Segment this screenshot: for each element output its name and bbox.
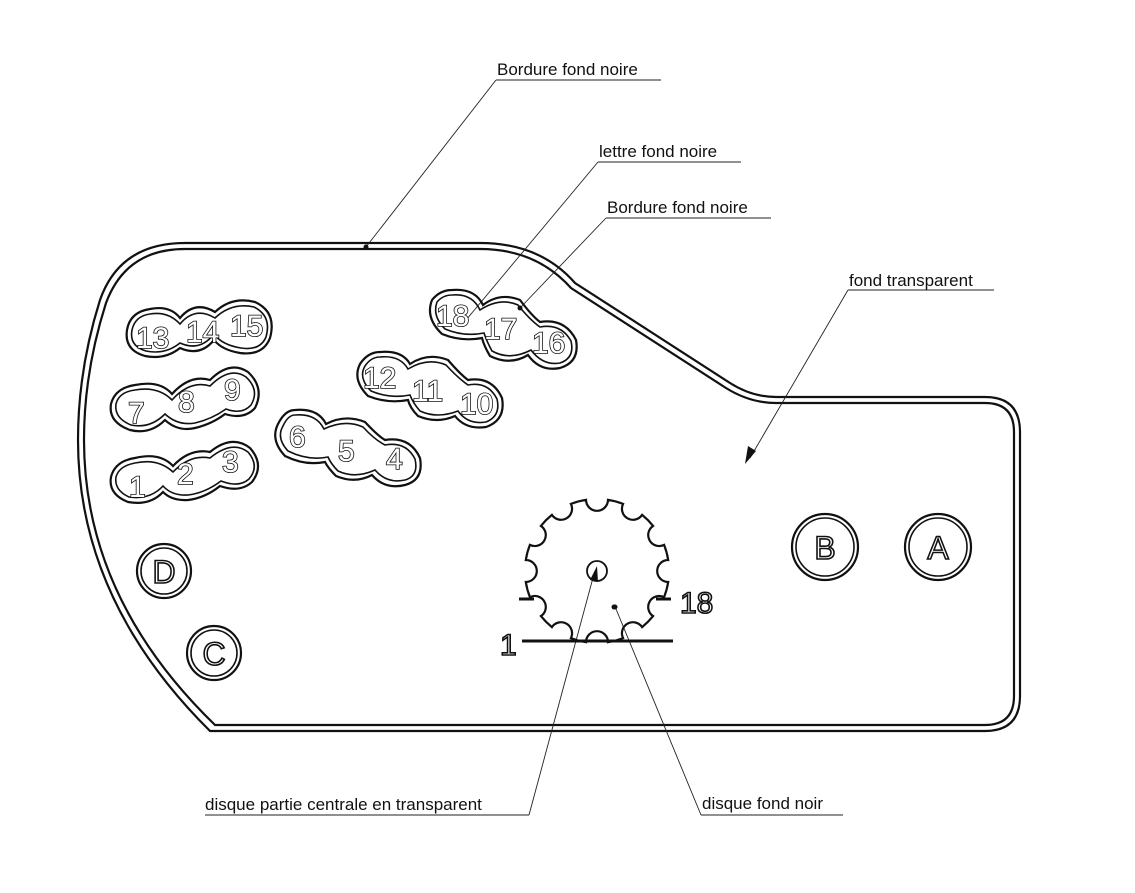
button-a-label: A [927,530,949,566]
button-groups [109,288,578,504]
dial-center-hole [586,560,608,582]
button-b-label: B [814,530,835,566]
dial-disc [524,498,670,644]
dial-max-label: 18 [680,587,713,620]
button-c-label: C [202,636,225,672]
button-1[interactable]: 1 [128,470,146,505]
button-c[interactable]: C [185,624,243,682]
callout-letter: lettre fond noire [599,142,717,161]
callout-disc-center: disque partie centrale en transparent [205,795,482,814]
button-9[interactable]: 9 [223,373,241,408]
button-14[interactable]: 14 [185,315,220,350]
button-d[interactable]: D [135,542,193,600]
button-group-7-9 [109,366,260,433]
button-group-18-16 [428,288,578,370]
button-group-6-4 [274,408,422,488]
button-2[interactable]: 2 [176,457,194,492]
button-18[interactable]: 18 [435,299,470,334]
callout-top-border: Bordure fond noire [497,60,638,79]
leader-lines [205,79,994,816]
button-d-label: D [152,554,175,590]
callout-button-border: Bordure fond noire [607,198,748,217]
button-11[interactable]: 11 [411,374,444,409]
button-3[interactable]: 3 [221,445,239,480]
button-8[interactable]: 8 [177,385,195,420]
button-13[interactable]: 13 [135,321,170,356]
dial[interactable]: 1 18 [499,498,714,663]
button-group-12-10 [356,350,504,429]
button-a[interactable]: A [903,512,973,582]
button-b[interactable]: B [790,512,860,582]
button-group-13-15 [125,299,273,359]
dial-min-label: 1 [500,629,517,662]
button-17[interactable]: 17 [483,312,518,347]
button-12[interactable]: 12 [362,361,397,396]
button-4[interactable]: 4 [385,442,403,477]
button-10[interactable]: 10 [459,387,494,422]
letter-buttons: D C B A [135,512,973,682]
panel-outline [76,241,1022,733]
button-16[interactable]: 16 [531,326,566,361]
button-15[interactable]: 15 [229,309,264,344]
button-numbers: 13 14 15 7 8 9 1 2 3 18 17 16 12 11 10 6… [127,299,566,505]
button-group-1-3 [109,440,260,504]
button-5[interactable]: 5 [337,434,355,469]
callout-disc: disque fond noir [702,794,823,813]
button-7[interactable]: 7 [127,396,145,431]
callout-background: fond transparent [849,271,973,290]
callout-labels: Bordure fond noire lettre fond noire Bor… [205,60,973,814]
button-6[interactable]: 6 [288,420,306,455]
